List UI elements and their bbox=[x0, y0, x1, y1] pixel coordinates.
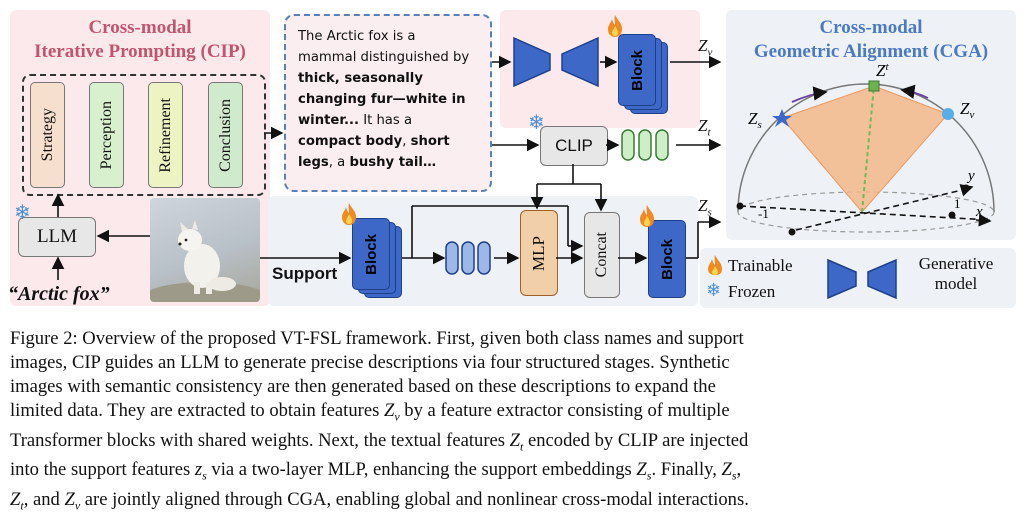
pipeline-connectors bbox=[51, 55, 722, 280]
legend bbox=[700, 248, 1016, 308]
arctic-fox-image bbox=[150, 198, 260, 302]
cga-zs-label: Zs bbox=[748, 109, 762, 131]
description-run: compact body bbox=[298, 134, 403, 149]
figure-caption: Figure 2: Overview of the proposed VT-FS… bbox=[10, 327, 1014, 518]
mlp-box: MLP bbox=[520, 210, 558, 296]
block-final: Block bbox=[648, 220, 686, 298]
caption-line: images with semantic consistency are the… bbox=[10, 376, 716, 397]
cip-title-line1: Cross-modal bbox=[88, 17, 192, 38]
generated-description: The Arctic fox is a mammal distinguished… bbox=[284, 14, 492, 192]
class-name-label: “Arctic fox” bbox=[8, 283, 110, 305]
stage-refinement: Refinement bbox=[148, 82, 183, 188]
fire-icon bbox=[708, 255, 722, 275]
caption-line: images, CIP guides an LLM to generate pr… bbox=[10, 352, 730, 373]
snowflake-icon: ❄ bbox=[14, 200, 31, 224]
caption-line: limited data. They are extracted to obta… bbox=[10, 400, 730, 424]
cga-zv-label: Zv bbox=[960, 99, 974, 121]
snowflake-icon: ❄ bbox=[528, 110, 545, 134]
cga-title-line1: Cross-modal bbox=[819, 17, 923, 38]
description-run: , bbox=[402, 134, 411, 149]
description-run: thick, seasonally changing fur—white in … bbox=[298, 71, 466, 128]
generative-model-icon bbox=[513, 36, 599, 88]
cip-title-line2: Iterative Prompting (CIP) bbox=[34, 41, 246, 62]
tick-neg1-label: -1 bbox=[758, 206, 769, 221]
legend-trainable: Trainable bbox=[728, 256, 793, 275]
caption-line: Figure 2: Overview of the proposed VT-FS… bbox=[10, 328, 744, 349]
cga-title-line2: Geometric Alignment (CGA) bbox=[753, 41, 989, 62]
cga-title: Cross-modal Geometric Alignment (CGA) bbox=[726, 16, 1016, 64]
generative-model-icon bbox=[827, 258, 897, 300]
stage-conclusion: Conclusion bbox=[208, 82, 243, 188]
caption-line: Transformer blocks with shared weights. … bbox=[10, 429, 749, 454]
fire-icon bbox=[640, 205, 654, 227]
axis-x-label: x bbox=[975, 204, 983, 220]
concat-box: Concat bbox=[584, 212, 620, 298]
cip-stages-box bbox=[22, 74, 266, 196]
description-run: short legs bbox=[298, 134, 450, 170]
stage-perception: Perception bbox=[89, 82, 124, 188]
snowflake-icon: ❄ bbox=[706, 280, 722, 301]
caption-line: into the support features zs via a two-l… bbox=[10, 459, 742, 484]
tick-1-label: 1 bbox=[954, 196, 961, 211]
fire-icon bbox=[342, 203, 356, 225]
cga-zt-label: Zt bbox=[876, 61, 889, 80]
cga-geometry: Zs Zt Zv y x 1 -1 bbox=[736, 61, 995, 236]
block-top: Block bbox=[618, 34, 656, 106]
block-support: Block bbox=[352, 218, 390, 290]
legend-generative: Generative model bbox=[918, 254, 994, 293]
clip-box: CLIP bbox=[540, 126, 608, 166]
support-label: Support bbox=[272, 264, 338, 283]
description-run: It has a bbox=[359, 113, 413, 128]
caption-line: Zt, and Zv are jointly aligned through C… bbox=[10, 489, 749, 513]
description-run: , a bbox=[328, 155, 350, 170]
description-run: bushy tail… bbox=[349, 155, 437, 170]
stage-strategy: Strategy bbox=[30, 82, 65, 188]
zv-label: Zv bbox=[698, 36, 713, 59]
cip-title: Cross-modal Iterative Prompting (CIP) bbox=[10, 16, 270, 64]
fire-icon bbox=[608, 15, 622, 37]
zs-label: Zs bbox=[698, 196, 712, 219]
zt-label: Zt bbox=[698, 116, 711, 139]
axis-y-label: y bbox=[966, 168, 975, 184]
legend-frozen: Frozen bbox=[728, 282, 776, 301]
description-run: The Arctic fox is a mammal distinguished… bbox=[298, 29, 470, 65]
